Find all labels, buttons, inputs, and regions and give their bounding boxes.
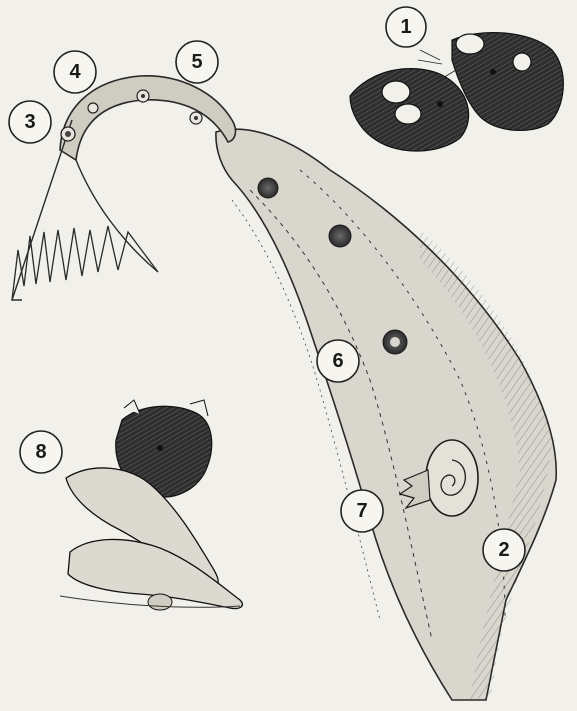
marker-3: 3 <box>9 101 51 143</box>
svg-text:3: 3 <box>24 111 35 133</box>
marker-6: 6 <box>317 340 359 382</box>
marker-7: 7 <box>341 490 383 532</box>
marker-4: 4 <box>54 51 96 93</box>
svg-text:6: 6 <box>332 350 343 372</box>
marker-2: 2 <box>483 529 525 571</box>
worm-body <box>216 129 556 700</box>
rats-pair <box>60 400 242 610</box>
svg-text:5: 5 <box>191 51 202 73</box>
svg-text:2: 2 <box>498 539 509 561</box>
svg-text:4: 4 <box>69 61 81 83</box>
svg-text:1: 1 <box>400 16 411 38</box>
svg-text:8: 8 <box>35 441 46 463</box>
rat-heads <box>350 33 563 151</box>
svg-text:7: 7 <box>356 500 367 522</box>
marker-8: 8 <box>20 431 62 473</box>
marker-1: 1 <box>386 7 426 47</box>
marker-5: 5 <box>176 41 218 83</box>
